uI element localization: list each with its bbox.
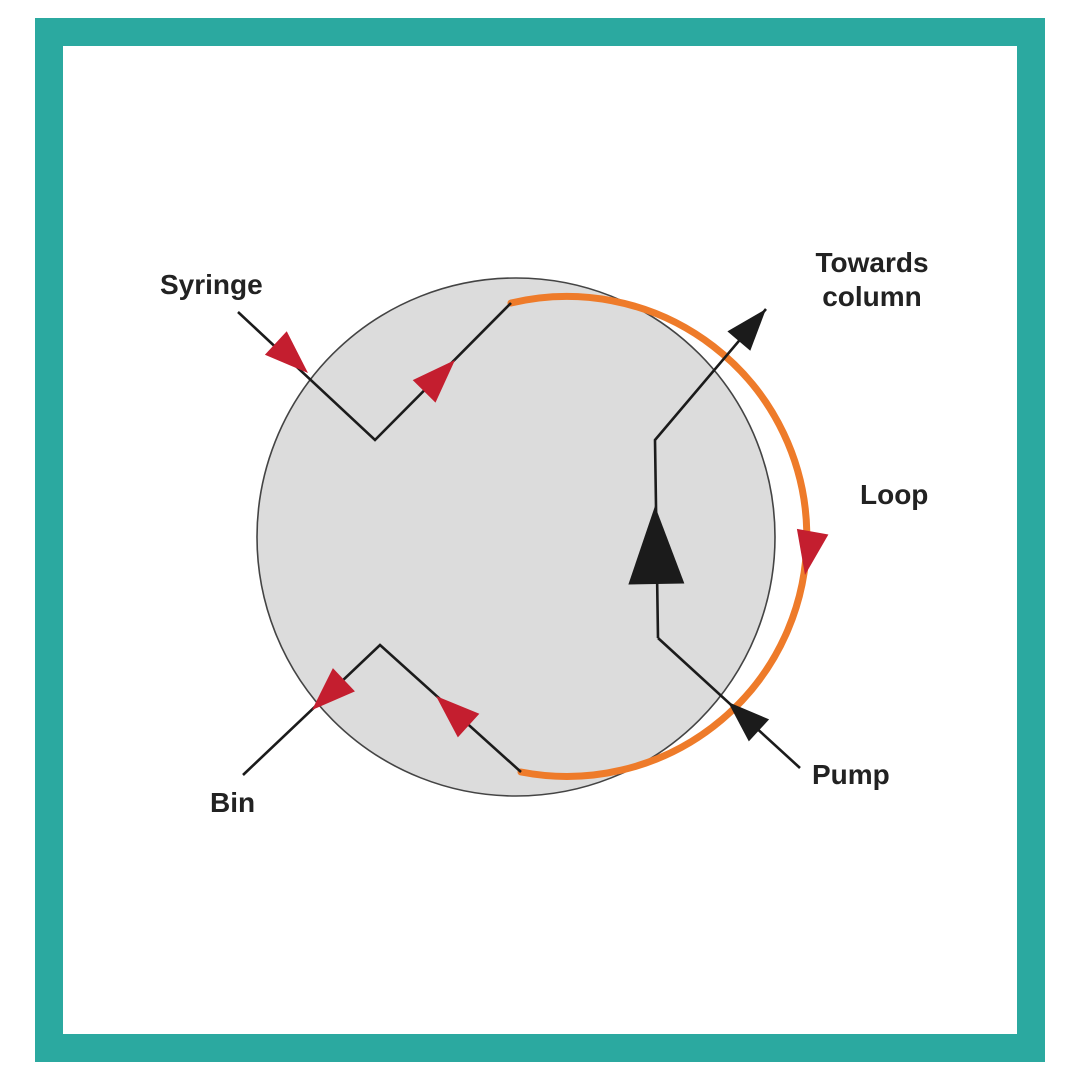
label-loop: Loop: [860, 479, 929, 510]
teal-border-frame: [35, 18, 1045, 1062]
label-syringe: Syringe: [160, 269, 263, 300]
bin-flow-line: [242, 643, 522, 776]
arrowhead-shape: [264, 331, 308, 373]
red-arrowhead-syringe-in-2: [412, 360, 455, 403]
black-arrowhead-towards-column: [727, 309, 766, 351]
arrowhead-shape: [796, 528, 829, 575]
black-arrowhead-pump-in: [728, 702, 770, 742]
red-arrowhead-bin-out-2: [312, 668, 355, 710]
valve-body-circle: [256, 277, 776, 797]
label-towards-column-line1: Towards: [815, 247, 929, 278]
arrowhead-shape: [436, 696, 480, 738]
label-towards-column-line2: column: [822, 281, 922, 312]
arrowhead-shape: [727, 309, 766, 351]
red-arrowhead-bin-out-1: [436, 696, 480, 738]
label-bin: Bin: [210, 787, 256, 818]
arrowhead-shape: [728, 702, 770, 742]
black-arrowhead-center-up: [628, 506, 685, 585]
label-pump: Pump: [812, 759, 890, 790]
arrowhead-shape: [412, 360, 455, 403]
arrowhead-shape: [312, 668, 355, 710]
label-towards-column: Towards column: [792, 246, 952, 314]
red-arrowhead-loop: [796, 528, 829, 575]
arrowhead-shape: [628, 506, 685, 585]
red-arrowhead-syringe-in-1: [264, 331, 308, 373]
